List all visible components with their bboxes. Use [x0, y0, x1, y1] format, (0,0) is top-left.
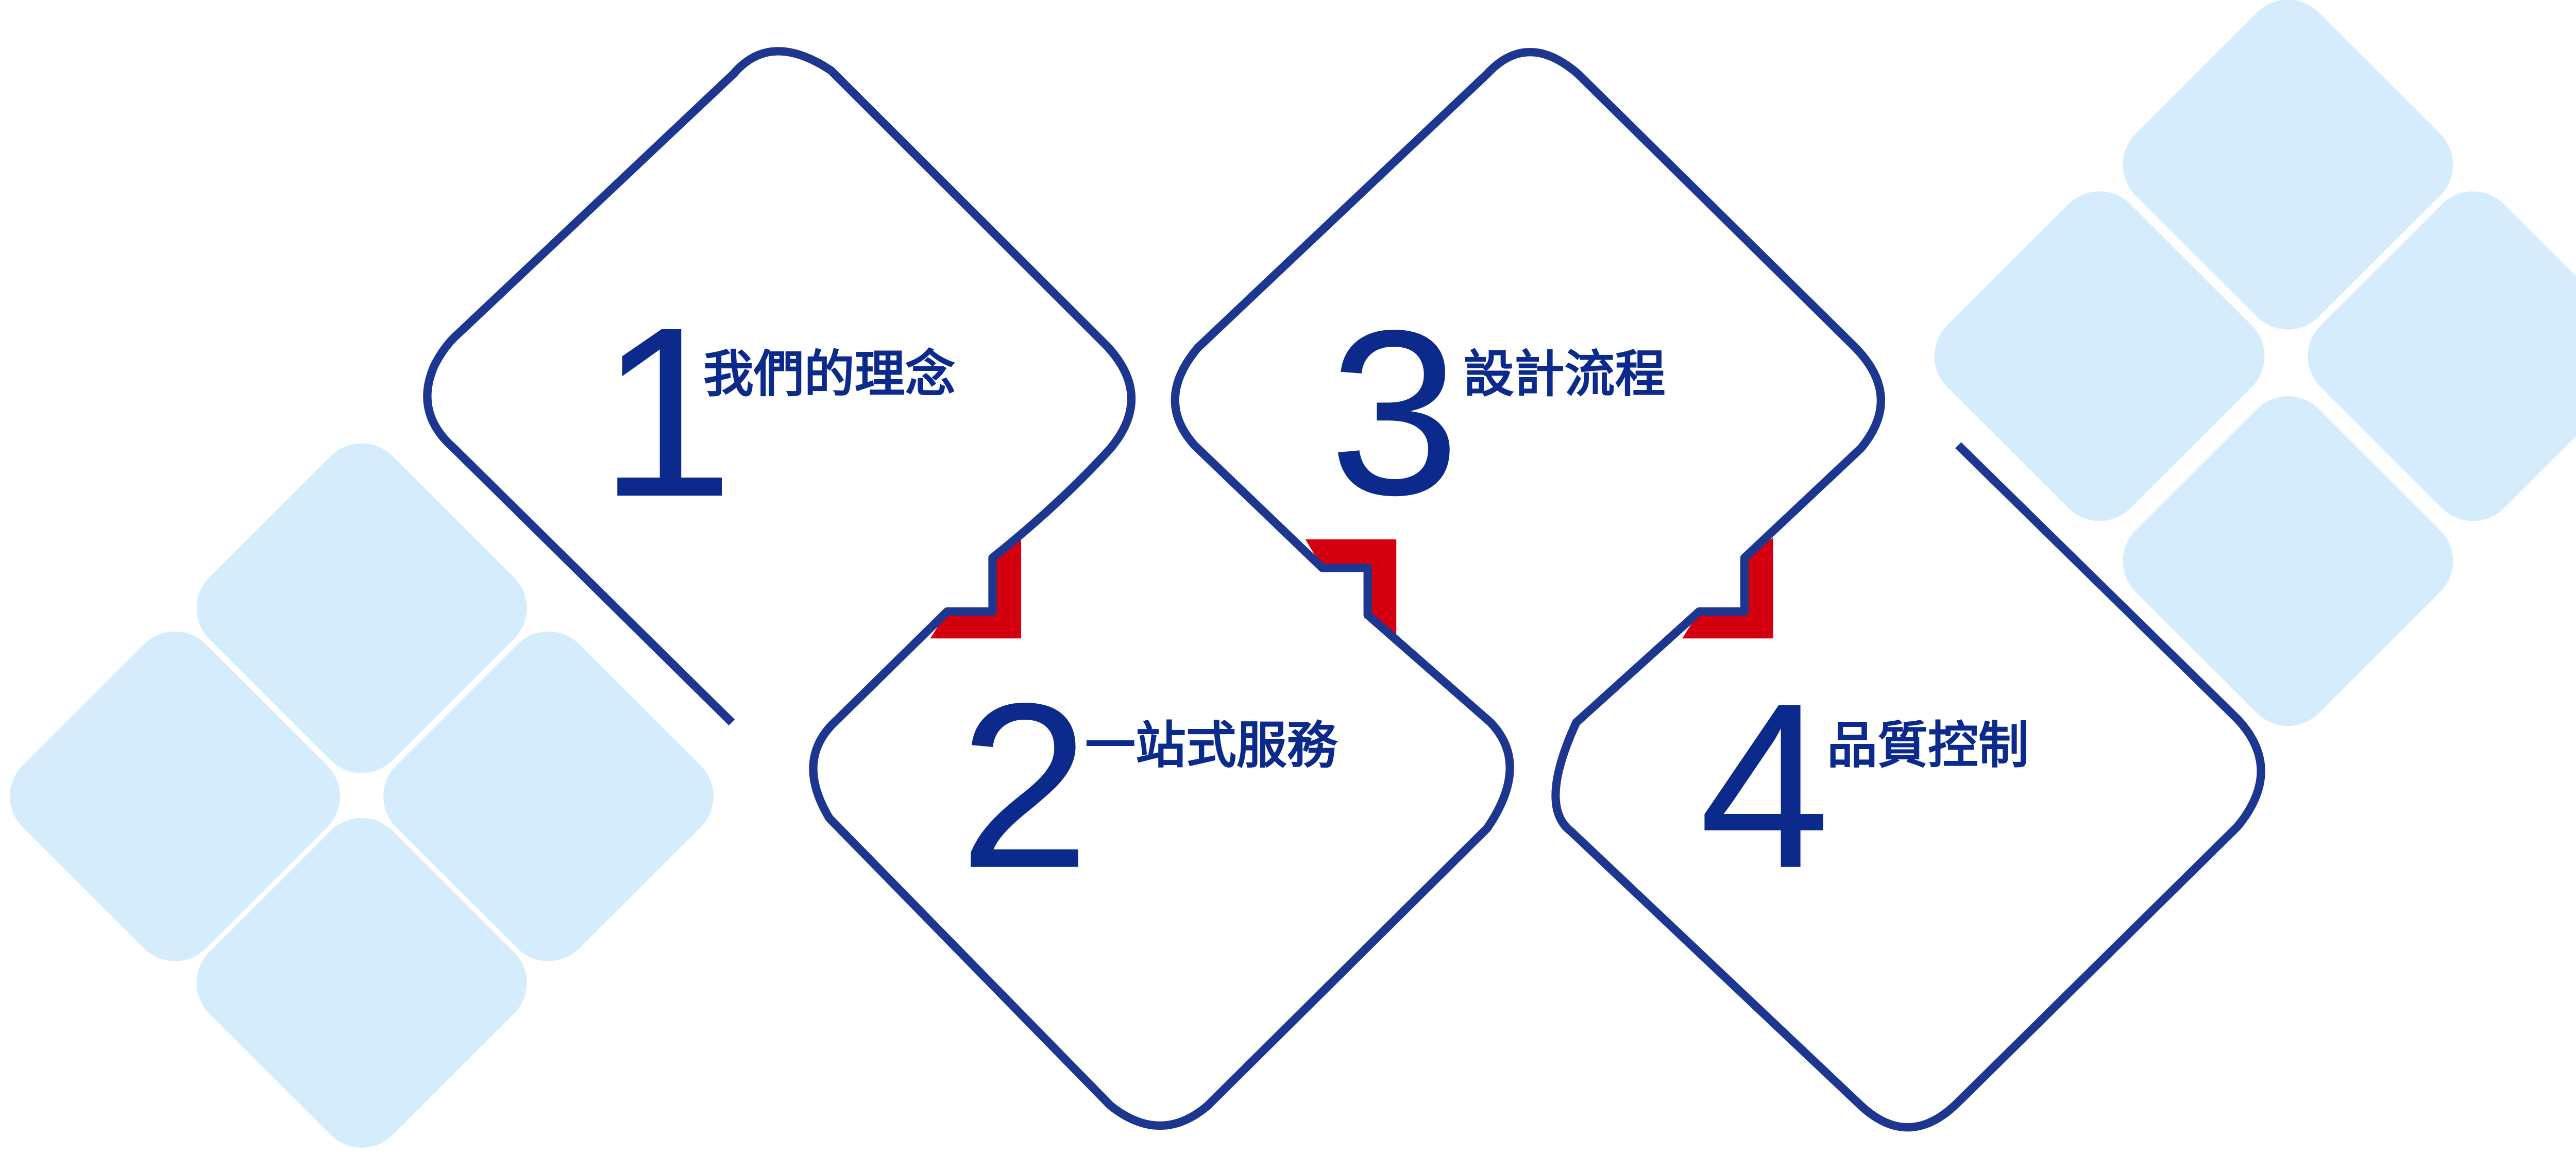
connector-accent-1-2: [930, 537, 1022, 639]
decor-cluster-left: [10, 443, 714, 1148]
decor-diamond: [196, 443, 527, 773]
step-2-label: 一站式服務: [1085, 717, 1338, 775]
step-2: 2 一站式服務: [959, 654, 1338, 917]
step-1-label: 我們的理念: [703, 345, 956, 404]
step-2-number: 2: [959, 654, 1090, 917]
step-3-number: 3: [1329, 281, 1460, 544]
diamond-1-outline: [423, 47, 1136, 726]
diamond-outline: [423, 47, 2265, 1132]
decor-diamond: [2308, 191, 2576, 521]
decor-diamond: [2123, 396, 2453, 726]
decor-diamond: [383, 631, 714, 961]
step-1: 1 我們的理念: [599, 277, 955, 547]
step-4: 4 品質控制: [1699, 654, 2029, 917]
step-3: 3 設計流程: [1329, 281, 1666, 544]
step-3-label: 設計流程: [1464, 345, 1666, 404]
decor-cluster-right: [1934, 0, 2576, 726]
connector-accent-3-4: [1682, 537, 1773, 639]
diamond-2-outline: [809, 48, 2265, 1132]
step-4-number: 4: [1699, 654, 1830, 917]
step-1-number: 1: [599, 277, 734, 547]
decor-diamond: [196, 818, 527, 1148]
step-4-label: 品質控制: [1827, 717, 2029, 775]
decor-diamond: [1934, 191, 2265, 521]
decor-diamond: [10, 631, 340, 961]
decor-diamond: [2123, 0, 2453, 330]
connector-accents: [930, 537, 1773, 639]
